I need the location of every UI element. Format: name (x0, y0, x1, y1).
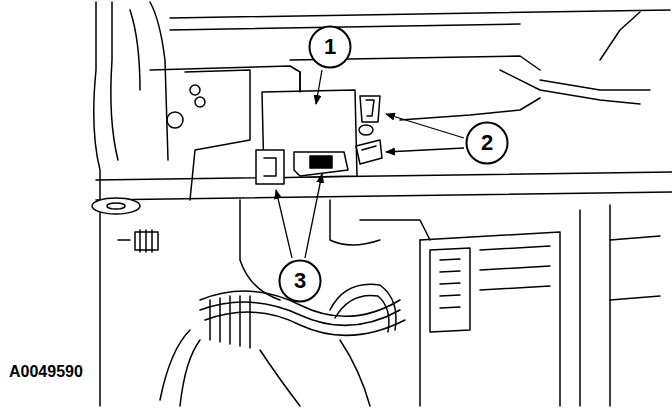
callout-number: 3 (278, 259, 322, 303)
figure-code: A0049590 (8, 363, 84, 381)
callout-number: 1 (308, 25, 352, 69)
frame-lines (92, 2, 672, 406)
callout-circle: 3 (278, 259, 322, 303)
callout-number: 2 (465, 121, 509, 165)
callout-circle: 2 (465, 121, 509, 165)
leader-lines (276, 70, 464, 258)
callout-circle: 1 (308, 25, 352, 69)
